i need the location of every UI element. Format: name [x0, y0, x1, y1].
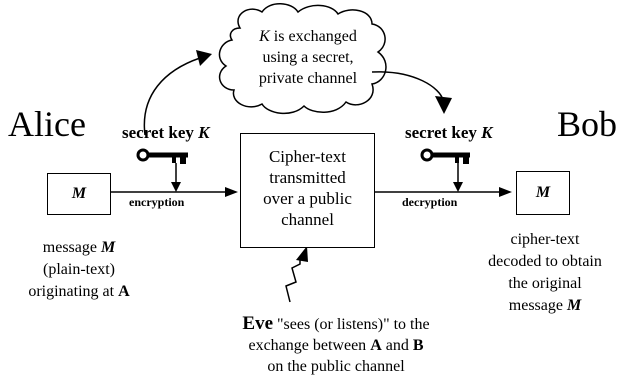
left-secret-key-label: secret key K — [122, 123, 210, 142]
bob-label: Bob — [557, 104, 618, 144]
plaintext-message-box: M — [47, 173, 111, 215]
cloud-line2: using a secret, — [262, 49, 354, 66]
alice-label: Alice — [8, 104, 86, 144]
cipher-line3: over a public — [263, 189, 352, 208]
cipher-text-box: Cipher-text transmitted over a public ch… — [240, 133, 375, 248]
eve-name: Eve — [242, 313, 273, 334]
eve-caption: Eve "sees (or listens)" to the exchange … — [242, 313, 430, 375]
left-curved-arrowhead — [196, 50, 212, 66]
right-curved-arrow — [371, 71, 444, 101]
decoded-message-box: M — [516, 171, 570, 215]
right-key-icon — [420, 148, 470, 164]
cipher-line1: Cipher-text — [268, 147, 347, 166]
plaintext-caption: message M (plain-text) originating at A — [28, 239, 130, 300]
decoded-caption: cipher-text decoded to obtain the origin… — [488, 231, 602, 314]
cloud-key-var: K — [259, 28, 270, 45]
cloud-line1: is exchanged — [269, 28, 357, 45]
left-key-icon — [136, 148, 188, 164]
decryption-label: decryption — [402, 195, 458, 209]
cloud-line3: private channel — [258, 70, 358, 87]
cipher-line2: transmitted — [269, 168, 346, 187]
right-secret-key-label: secret key K — [405, 123, 493, 142]
cloud-shape — [218, 3, 387, 115]
cipher-line4: channel — [281, 210, 334, 229]
eve-lightning-arrow — [285, 258, 301, 303]
cloud-label: K is exchanged using a secret, private c… — [238, 26, 378, 89]
encryption-label: encryption — [129, 195, 185, 209]
left-curved-arrow — [143, 57, 201, 136]
right-curved-arrowhead — [435, 96, 452, 114]
